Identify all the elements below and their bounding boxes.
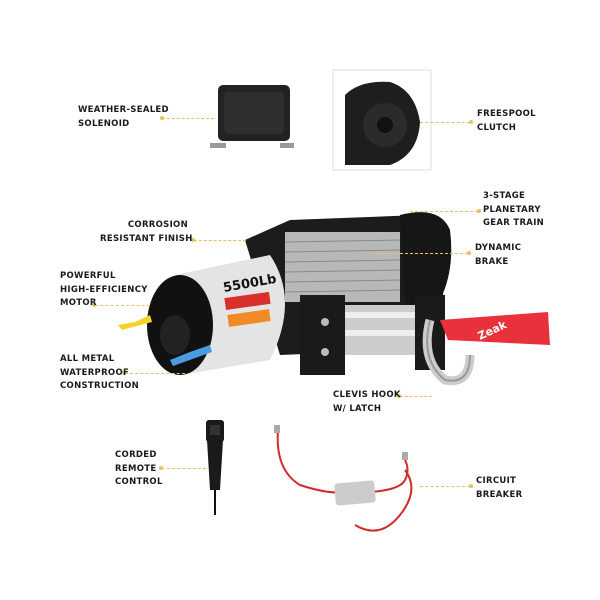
label-hook: CLEVIS HOOK W/ LATCH (333, 389, 401, 416)
label-line: DYNAMIC (475, 243, 522, 253)
leader-brake (370, 253, 468, 254)
label-motor: POWERFUL HIGH-EFFICIENCY MOTOR (60, 270, 148, 311)
label-line: PLANETARY (483, 204, 541, 215)
label-solenoid: WEATHER-SEALED SOLENOID (78, 104, 169, 131)
leader-solenoid (162, 118, 214, 119)
label-line: BREAKER (476, 489, 523, 500)
label-line: RESISTANT FINISH (100, 233, 193, 244)
leader-motor (95, 305, 150, 306)
label-brake: DYNAMIC BRAKE (475, 242, 521, 269)
label-metal: ALL METAL WATERPROOF CONSTRUCTION (60, 353, 139, 394)
leader-freespool (420, 122, 470, 123)
leader-dot (160, 116, 164, 120)
label-line: REMOTE (115, 463, 157, 474)
label-line: ALL METAL (60, 354, 115, 364)
remote-image (206, 420, 224, 515)
label-line: W/ LATCH (333, 403, 382, 414)
leader-dot (397, 394, 401, 398)
label-line: POWERFUL (60, 271, 116, 281)
label-line: CLUTCH (477, 122, 517, 133)
hook-and-strap (422, 312, 550, 386)
label-line: MOTOR (60, 298, 97, 308)
label-line: FREESPOOL (477, 109, 536, 119)
leader-dot (469, 120, 473, 124)
label-gear-train: 3-STAGE PLANETARY GEAR TRAIN (483, 190, 544, 231)
leader-breaker (420, 486, 470, 487)
label-line: CLEVIS HOOK (333, 390, 401, 400)
freespool-clutch-inset (332, 69, 432, 171)
leader-hook (400, 396, 432, 397)
winch-body (245, 212, 452, 375)
label-line: CONTROL (115, 477, 163, 487)
leader-metal (125, 373, 185, 374)
leader-dot (477, 209, 481, 213)
label-line: CONSTRUCTION (60, 381, 140, 391)
label-line: CIRCUIT (476, 476, 517, 486)
motor-image (118, 255, 285, 375)
solenoid-image (210, 85, 294, 148)
label-line: SOLENOID (78, 118, 130, 129)
leader-dot (469, 484, 473, 488)
leader-remote (162, 468, 206, 469)
leader-dot (159, 466, 163, 470)
leader-dot (467, 251, 471, 255)
label-remote: CORDED REMOTE CONTROL (115, 449, 163, 490)
label-freespool: FREESPOOL CLUTCH (477, 108, 536, 135)
leader-dot (122, 371, 126, 375)
label-line: 3-STAGE (483, 191, 526, 201)
leader-corrosion (194, 240, 246, 241)
label-line: CORDED (115, 450, 157, 460)
label-line: CORROSION (127, 220, 188, 230)
label-line: HIGH-EFFICIENCY (60, 284, 148, 295)
label-line: BRAKE (475, 256, 509, 267)
circuit-breaker-image (274, 425, 413, 532)
label-line: WEATHER-SEALED (78, 105, 169, 115)
leader-gear (410, 211, 478, 212)
leader-dot (92, 303, 96, 307)
label-breaker: CIRCUIT BREAKER (476, 475, 522, 502)
label-line: WATERPROOF (60, 367, 130, 378)
label-corrosion: CORROSION RESISTANT FINISH (100, 219, 193, 246)
leader-dot (191, 238, 195, 242)
label-line: GEAR TRAIN (483, 218, 545, 228)
